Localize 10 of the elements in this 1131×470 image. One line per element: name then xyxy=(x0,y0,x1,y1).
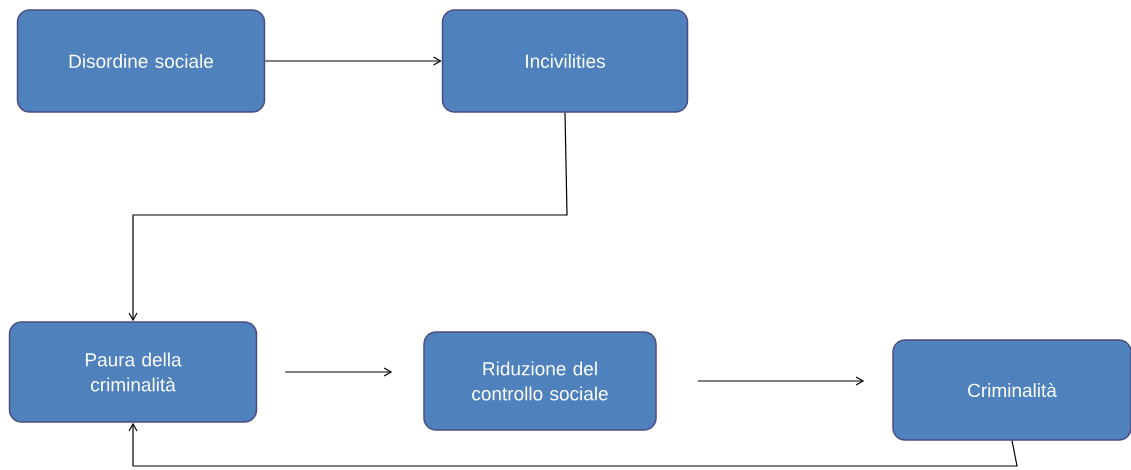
arrow xyxy=(697,376,865,386)
process-box: Criminalità xyxy=(892,339,1131,441)
process-box: Riduzione del controllo sociale xyxy=(423,331,657,431)
arrow xyxy=(128,422,1018,467)
process-box: Disordine sociale xyxy=(16,9,266,113)
arrow xyxy=(264,56,442,66)
process-box: Paura della criminalità xyxy=(8,321,258,423)
process-box: Incivilities xyxy=(441,9,689,113)
arrow xyxy=(128,112,568,322)
arrow xyxy=(284,367,393,377)
